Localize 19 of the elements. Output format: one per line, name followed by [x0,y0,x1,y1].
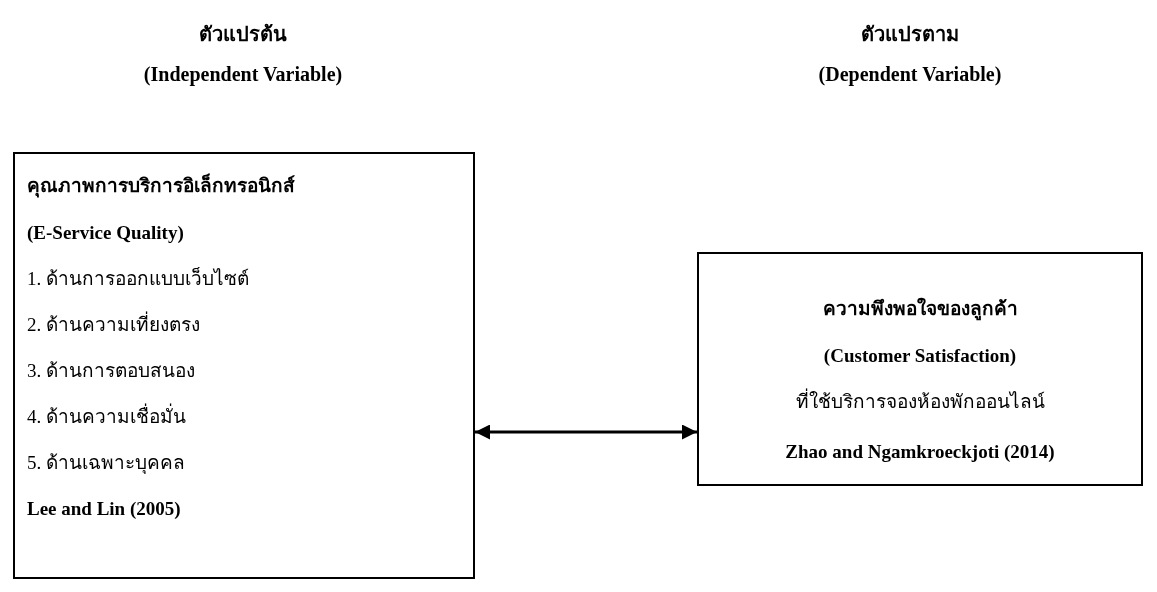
list-item: 2. ด้านความเที่ยงตรง [27,313,200,337]
list-item: 4. ด้านความเชื่อมั่น [27,405,186,429]
box-subheading: (Customer Satisfaction) [823,344,1017,368]
list-item: 1. ด้านการออกแบบเว็บไซต์ [27,267,249,291]
box-subheading: (E-Service Quality) [27,221,184,245]
column-heading: ตัวแปรตาม [861,22,959,47]
citation: Lee and Lin (2005) [27,497,181,521]
list-item: 3. ด้านการตอบสนอง [27,359,195,383]
list-item: 5. ด้านเฉพาะบุคคล [27,451,185,475]
variable-box [13,152,475,579]
citation: Zhao and Ngamkroeckjoti (2014) [785,440,1055,464]
box-heading: ความพึงพอใจของลูกค้า [822,297,1018,321]
column-subheading: (Dependent Variable) [818,63,1002,86]
column-subheading: (Independent Variable) [143,63,343,86]
box-heading: คุณภาพการบริการอิเล็กทรอนิกส์ [27,174,295,198]
column-heading: ตัวแปรต้น [199,22,287,47]
box-text: ที่ใช้บริการจองห้องพักออนไลน์ [795,390,1045,414]
double-arrow [475,424,697,440]
variable-box [697,252,1143,486]
